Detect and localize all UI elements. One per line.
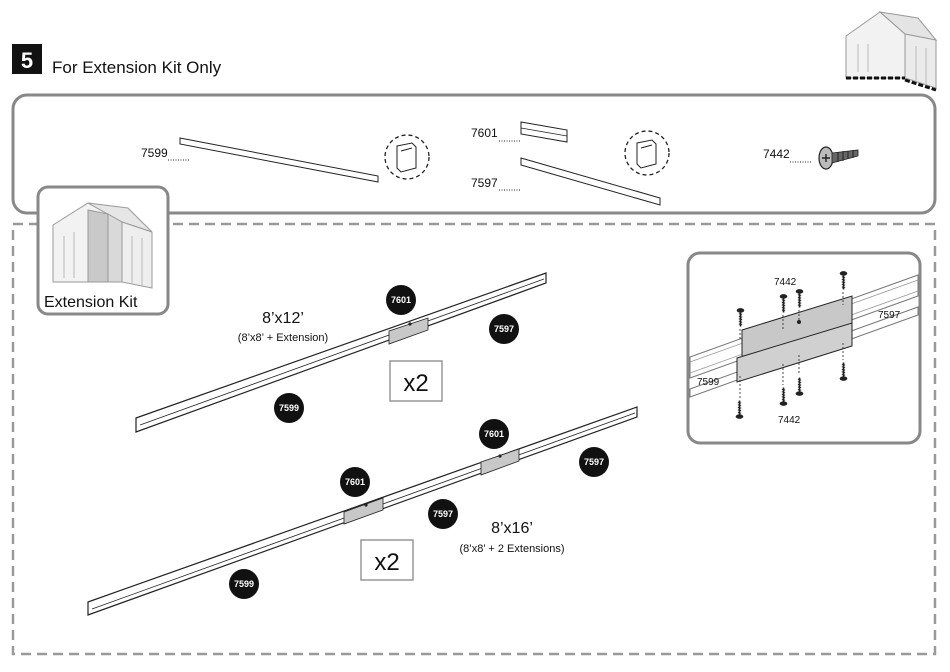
- assembly-16-size: 8’x16’: [491, 520, 533, 537]
- assembly-8x12: 8’x12’ (8’x8’ + Extension) x2 7601 7597 …: [136, 273, 546, 432]
- badge-7597-12-text: 7597: [494, 324, 514, 334]
- extension-kit-panel: Extension Kit: [38, 187, 168, 314]
- part-7597-label: 7597: [471, 176, 498, 190]
- step-header: 5 For Extension Kit Only: [12, 44, 222, 77]
- assembly-16-qty: x2: [374, 549, 399, 576]
- detail-label-7442-top: 7442: [774, 277, 797, 288]
- connector-end-detail-icon: [625, 131, 669, 175]
- detail-label-7442-bottom: 7442: [778, 415, 801, 426]
- assembly-16-note: (8’x8’ + 2 Extensions): [459, 543, 564, 555]
- part-7599-label: 7599: [141, 146, 168, 160]
- rail-end-detail-icon: [385, 135, 429, 179]
- badge-7599-16-text: 7599: [234, 579, 254, 589]
- shed-thumbnail-icon: [846, 12, 936, 90]
- part-7442: 7442: [763, 147, 858, 169]
- screw-icon: [819, 147, 858, 169]
- extension-kit-label: Extension Kit: [44, 294, 138, 311]
- part-7442-label: 7442: [763, 147, 790, 161]
- connector-7601-plate-b: [481, 449, 519, 475]
- badge-7601-16a-text: 7601: [345, 477, 365, 487]
- part-7601: 7601: [471, 122, 567, 142]
- badge-7601-12-text: 7601: [391, 295, 411, 305]
- assembly-12-qty: x2: [403, 370, 428, 397]
- connector-7601-plate-a: [344, 498, 383, 524]
- part-7601-label: 7601: [471, 126, 498, 140]
- step-title: For Extension Kit Only: [52, 58, 222, 77]
- detail-label-7599: 7599: [697, 377, 720, 388]
- assembly-12-size: 8’x12’: [262, 310, 304, 327]
- badge-7597-16b-text: 7597: [584, 457, 604, 467]
- assembly-8x16: 8’x16’ (8’x8’ + 2 Extensions) x2 7601 76…: [88, 407, 637, 615]
- step-number: 5: [21, 48, 33, 73]
- part-7599: 7599: [141, 138, 378, 182]
- detail-panel: 7442 7442 7597 7599: [688, 253, 920, 443]
- badge-7599-12-text: 7599: [279, 403, 299, 413]
- badge-7597-16a-text: 7597: [433, 509, 453, 519]
- rail-7599-part: [180, 138, 378, 182]
- assembly-12-note: (8’x8’ + Extension): [238, 332, 328, 344]
- badge-7601-16b-text: 7601: [484, 429, 504, 439]
- detail-label-7597: 7597: [878, 310, 901, 321]
